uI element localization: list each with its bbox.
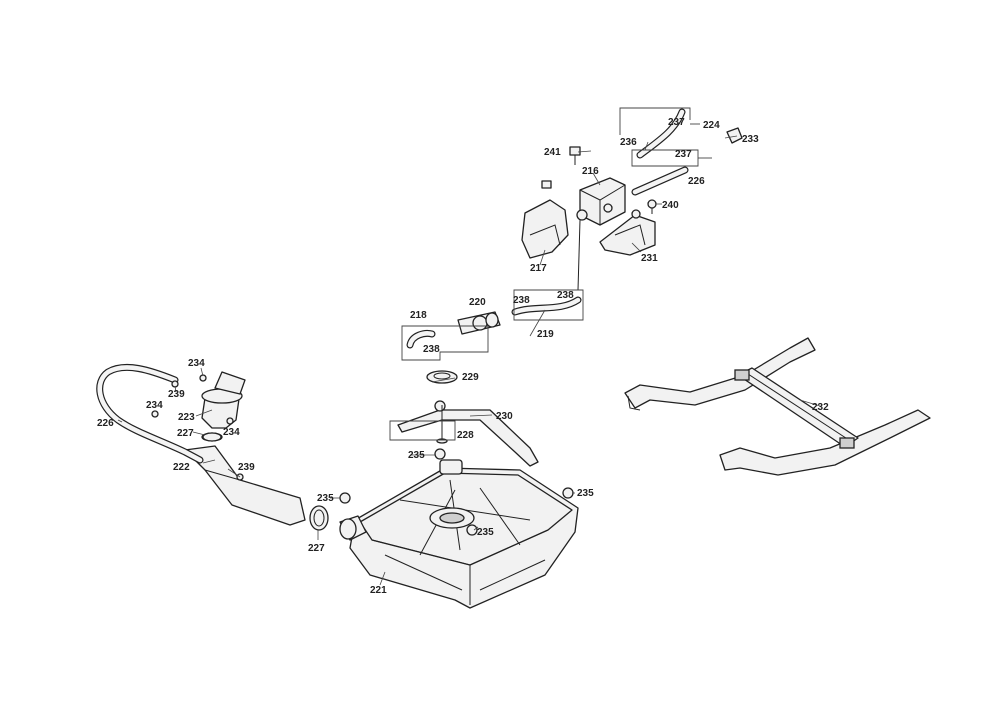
- grouping-brackets: [389, 107, 712, 441]
- nut-235-d[interactable]: [466, 524, 478, 536]
- label-230: 230: [496, 411, 513, 422]
- label-220: 220: [469, 297, 486, 308]
- label-221: 221: [370, 585, 387, 596]
- canister-cover[interactable]: [521, 199, 569, 259]
- label-226-left: 226: [97, 418, 114, 429]
- label-219: 219: [537, 329, 554, 340]
- label-241: 241: [544, 147, 561, 158]
- label-223: 223: [178, 412, 195, 423]
- label-238-c: 238: [423, 344, 440, 355]
- label-233: 233: [742, 134, 759, 145]
- part-labels: 216 217 218 219 220 221 222 223 224 226 …: [97, 117, 829, 596]
- label-229: 229: [462, 372, 479, 383]
- label-234-c: 234: [223, 427, 240, 438]
- label-216: 216: [582, 166, 599, 177]
- nut-235-b[interactable]: [339, 492, 351, 504]
- hose-225[interactable]: [631, 166, 689, 196]
- label-225: 226: [688, 176, 705, 187]
- label-227-lower: 227: [308, 543, 325, 554]
- fuel-valve-220[interactable]: [457, 311, 501, 335]
- label-235-d: 235: [477, 527, 494, 538]
- connector-233[interactable]: [726, 127, 743, 144]
- label-238-a: 238: [513, 295, 530, 306]
- label-235-c: 235: [577, 488, 594, 499]
- label-236: 236: [620, 137, 637, 148]
- filler-hose[interactable]: [184, 445, 306, 526]
- label-239-a: 239: [168, 389, 185, 400]
- vent-hose-left[interactable]: [96, 363, 204, 464]
- label-238-b: 238: [557, 290, 574, 301]
- frame-232[interactable]: [624, 337, 931, 476]
- nut-235-c[interactable]: [562, 487, 574, 499]
- canister-drain-line: [577, 219, 581, 291]
- hose-224[interactable]: [636, 108, 686, 159]
- fuel-tank[interactable]: [339, 459, 579, 609]
- label-235-b: 235: [317, 493, 334, 504]
- seal-ring-229[interactable]: [426, 370, 458, 384]
- label-237-a: 237: [668, 117, 685, 128]
- label-235-a: 235: [408, 450, 425, 461]
- label-234-a: 234: [188, 358, 205, 369]
- bolt-240[interactable]: [647, 199, 657, 214]
- label-240: 240: [662, 200, 679, 211]
- label-228: 228: [457, 430, 474, 441]
- leader-lines: [117, 135, 821, 586]
- label-218: 218: [410, 310, 427, 321]
- hose-218[interactable]: [406, 329, 436, 349]
- evap-canister[interactable]: [576, 177, 626, 226]
- screw-234-c[interactable]: [226, 417, 234, 425]
- label-222: 222: [173, 462, 190, 473]
- label-237-b: 237: [675, 149, 692, 160]
- label-234-b: 234: [146, 400, 163, 411]
- label-232: 232: [812, 402, 829, 413]
- label-227-upper: 227: [177, 428, 194, 439]
- screw-234-b[interactable]: [151, 410, 159, 418]
- label-239-b: 239: [238, 462, 255, 473]
- label-217: 217: [530, 263, 547, 274]
- bolt-241[interactable]: [541, 146, 581, 189]
- clamp-227-lower[interactable]: [309, 505, 329, 531]
- hose-219[interactable]: [511, 296, 582, 316]
- canister-bracket[interactable]: [599, 209, 656, 256]
- label-231: 231: [641, 253, 658, 264]
- clamp-227-upper[interactable]: [202, 432, 222, 442]
- label-224: 224: [703, 120, 720, 131]
- nut-235-a[interactable]: [434, 448, 446, 460]
